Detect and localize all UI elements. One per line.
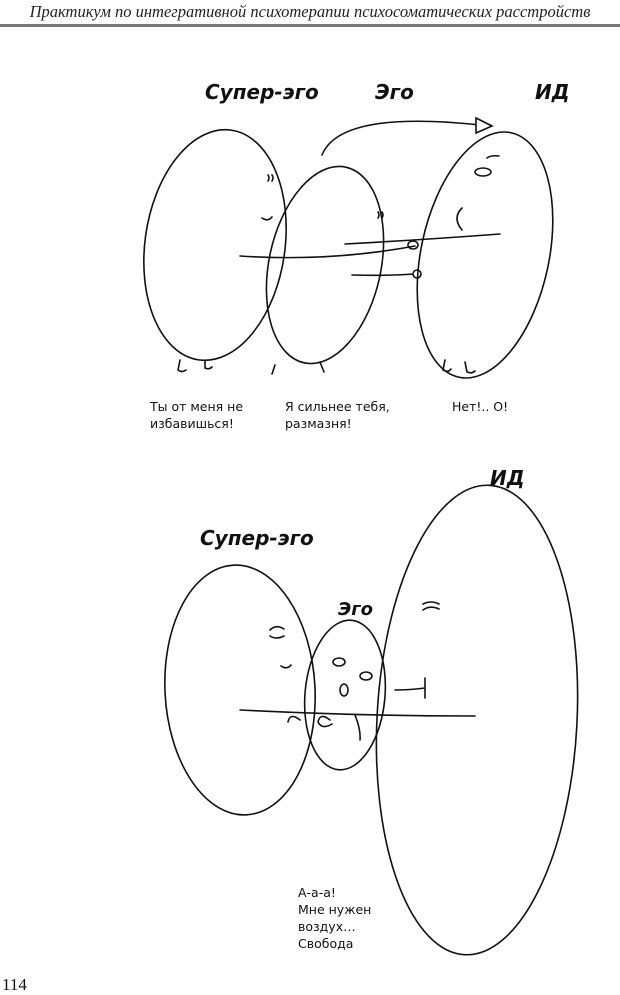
fig1-label-superego: Супер-эго [205,80,319,104]
superego-body [143,128,287,362]
fig1-caption-ego: Я сильнее тебя, размазня! [285,399,390,431]
fig2-label-superego: Супер-эго [200,526,314,550]
page-number: 114 [2,975,27,994]
superego-body [164,564,316,816]
fig1-label-ego: Эго [375,80,414,104]
fig2-label-ego: Эго [338,599,373,620]
arrow [321,120,481,156]
ego-body [265,165,385,365]
figure2-drawing [164,484,579,956]
id-body [375,484,579,956]
id-body [416,131,554,379]
fig2-label-id: ИД [490,466,525,490]
fig1-label-id: ИД [535,80,570,104]
header-rule [0,24,620,27]
fig1-caption-id: Нет!.. О! [452,399,509,414]
figure1-drawing [143,116,554,379]
running-header: Практикум по интегративной психотерапии … [29,2,591,21]
ego-body [303,619,387,771]
fig1-caption-superego: Ты от меня не избавишься! [150,399,244,431]
fig2-caption: А-а-а! Мне нужен воздух… Свобода [298,885,372,951]
